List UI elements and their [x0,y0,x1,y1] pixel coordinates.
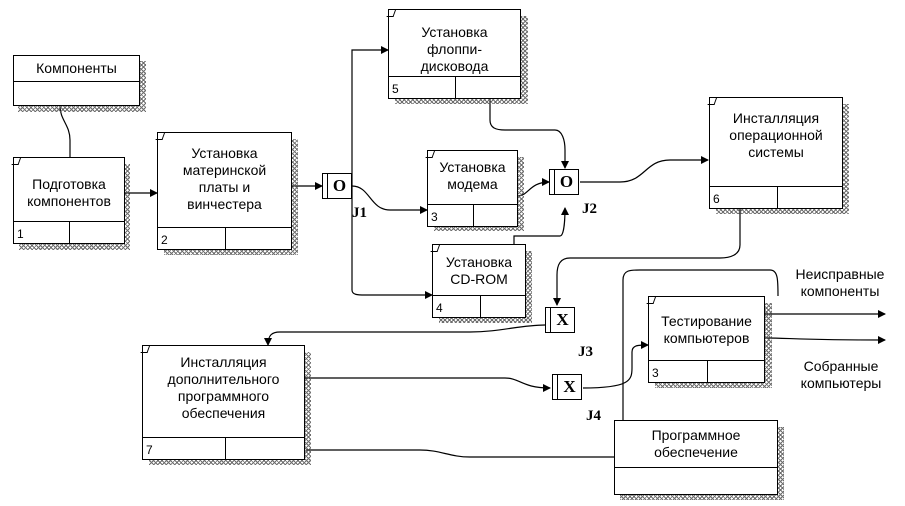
junction-j1-label: J1 [352,205,367,221]
swinstall-box-bottom: 7 [143,437,304,459]
swinstall-box-divider [225,438,226,459]
link-test-to-assembled [764,335,886,344]
link-software-to-swinstall [306,449,614,458]
mb-box-title: Установка материнской платы и винчестера [182,145,267,212]
link-cdrom-to-j2 [513,207,569,244]
os-box-bottom: 6 [710,186,842,208]
junction-j1[interactable]: O [322,173,352,199]
prep-box-corner [11,158,21,165]
modem-box-number: 3 [431,210,438,224]
cdrom-box-title: Установка CD-ROM [445,254,513,287]
junction-j3-label: J3 [578,344,593,360]
swinstall-box[interactable]: Инсталляция дополнительного программного… [140,345,305,460]
mb-box-bottom: 2 [158,227,291,249]
floppy-box[interactable]: Установка флоппи-дисковода 5 [386,9,521,99]
os-box[interactable]: Инсталляция операционной системы 6 [707,97,843,209]
link-j4-to-test [582,341,649,389]
floppy-box-corner [386,10,396,17]
test-box[interactable]: Тестирование компьютеров 3 [646,296,765,383]
software-box[interactable]: Программное обеспечение [614,420,778,495]
modem-box-corner [425,151,435,158]
link-j3-to-swinstall [264,324,546,346]
junction-j4-label: J4 [586,408,601,424]
floppy-box-title: Установка флоппи-дисковода [420,24,489,74]
cdrom-box-divider [480,296,481,317]
prep-box[interactable]: Подготовка компонентов 1 [11,157,125,244]
cdrom-box-corner [430,245,440,252]
os-box-divider [777,187,778,208]
junction-j2-symbol: O [554,170,578,194]
link-swinstall-to-j4 [305,377,551,392]
floppy-box-divider [455,77,456,98]
components-box-title: Компоненты [36,60,117,76]
components-box[interactable]: Компоненты [13,55,140,106]
os-box-title: Инсталляция операционной системы [729,110,823,160]
modem-box-bottom: 3 [428,204,517,226]
test-box-number: 3 [652,366,659,380]
software-box-title: Программное обеспечение [651,427,741,460]
prep-box-title: Подготовка компонентов [27,176,111,209]
software-box-bottom [615,467,777,494]
floppy-box-bottom: 5 [389,76,520,98]
link-j1-to-modem [351,185,428,214]
floppy-box-number: 5 [392,82,399,96]
junction-j3-symbol: X [550,308,574,332]
cdrom-box-number: 4 [436,301,443,315]
prep-box-number: 1 [17,227,24,241]
junction-j2[interactable]: O [549,169,579,195]
cdrom-box[interactable]: Установка CD-ROM 4 [430,244,526,318]
test-box-bottom: 3 [649,360,764,382]
swinstall-box-corner [140,346,150,353]
mb-box-number: 2 [161,233,168,247]
link-j1-to-cdrom [351,186,433,299]
prep-box-divider [69,222,70,243]
modem-box-title: Установка модема [439,159,506,192]
cdrom-box-bottom: 4 [433,295,525,317]
link-os-to-j3 [553,208,741,306]
mb-box[interactable]: Установка материнской платы и винчестера… [155,132,292,250]
junction-j4-symbol: X [557,375,581,399]
mb-box-corner [155,133,165,140]
link-j1-to-floppy [351,46,389,186]
junction-j2-label: J2 [582,201,597,217]
link-floppy-to-j2 [489,99,569,169]
swinstall-box-title: Инсталляция дополнительного программного… [167,354,280,421]
junction-j4[interactable]: X [552,374,582,400]
output-assembled-label: Собранные компьютеры [800,358,882,391]
output-faulty-label: Неисправные компоненты [795,266,885,299]
link-software-to-test [622,269,779,420]
test-box-corner [646,297,656,304]
swinstall-box-number: 7 [146,443,153,457]
prep-box-bottom: 1 [14,221,124,243]
os-box-number: 6 [713,192,720,206]
mb-box-divider [225,228,226,249]
os-box-corner [707,98,717,105]
link-components-to-prep [59,105,71,158]
modem-box[interactable]: Установка модема 3 [425,150,518,227]
components-box-bottom [14,81,139,105]
junction-j3[interactable]: X [545,307,575,333]
test-box-divider [707,361,708,382]
test-box-title: Тестирование компьютеров [661,313,752,346]
link-j2-to-os [580,156,709,183]
modem-box-divider [473,205,474,226]
junction-j1-symbol: O [327,174,351,198]
